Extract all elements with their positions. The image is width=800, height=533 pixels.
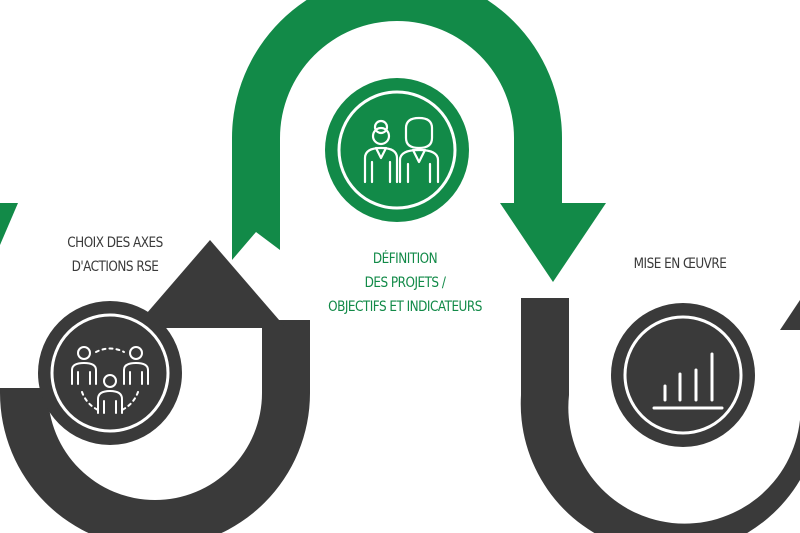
step-3-label-line-1: MISE EN ŒUVRE xyxy=(633,256,727,272)
step-2-label: DÉFINITION DES PROJETS / OBJECTIFS ET IN… xyxy=(310,247,499,319)
team-network-icon xyxy=(71,346,149,414)
step-1-label: CHOIX DES AXES D'ACTIONS RSE xyxy=(42,231,188,279)
step-1-circle-ring xyxy=(50,313,170,433)
step-2-circle xyxy=(325,78,469,222)
step-1-circle xyxy=(38,301,182,445)
dark-u-band-left xyxy=(0,320,310,533)
step-1-label-line-1: CHOIX DES AXES xyxy=(67,235,163,251)
step-2-label-line-3: OBJECTIFS ET INDICATEURS xyxy=(328,299,482,315)
two-people-icon xyxy=(363,116,440,184)
bar-chart-icon xyxy=(652,352,724,410)
step-2-label-line-1: DÉFINITION xyxy=(372,251,438,267)
green-arrow-head-down xyxy=(500,203,606,282)
step-2-circle-ring xyxy=(337,90,457,210)
step-3-circle-ring xyxy=(623,315,743,435)
arrow-gap-separator xyxy=(519,282,587,296)
green-u-band xyxy=(232,0,562,260)
dark-arrow-head-up-left xyxy=(134,240,286,328)
right-edge-dark-arrow xyxy=(780,300,800,330)
step-1-label-line-2: D'ACTIONS RSE xyxy=(71,259,159,275)
left-edge-green-arrow xyxy=(0,203,18,245)
dark-u-band-right xyxy=(520,298,800,533)
step-2-label-line-2: DES PROJETS / xyxy=(364,275,446,291)
step-3-label: MISE EN ŒUVRE xyxy=(611,252,749,276)
step-3-circle xyxy=(611,303,755,447)
